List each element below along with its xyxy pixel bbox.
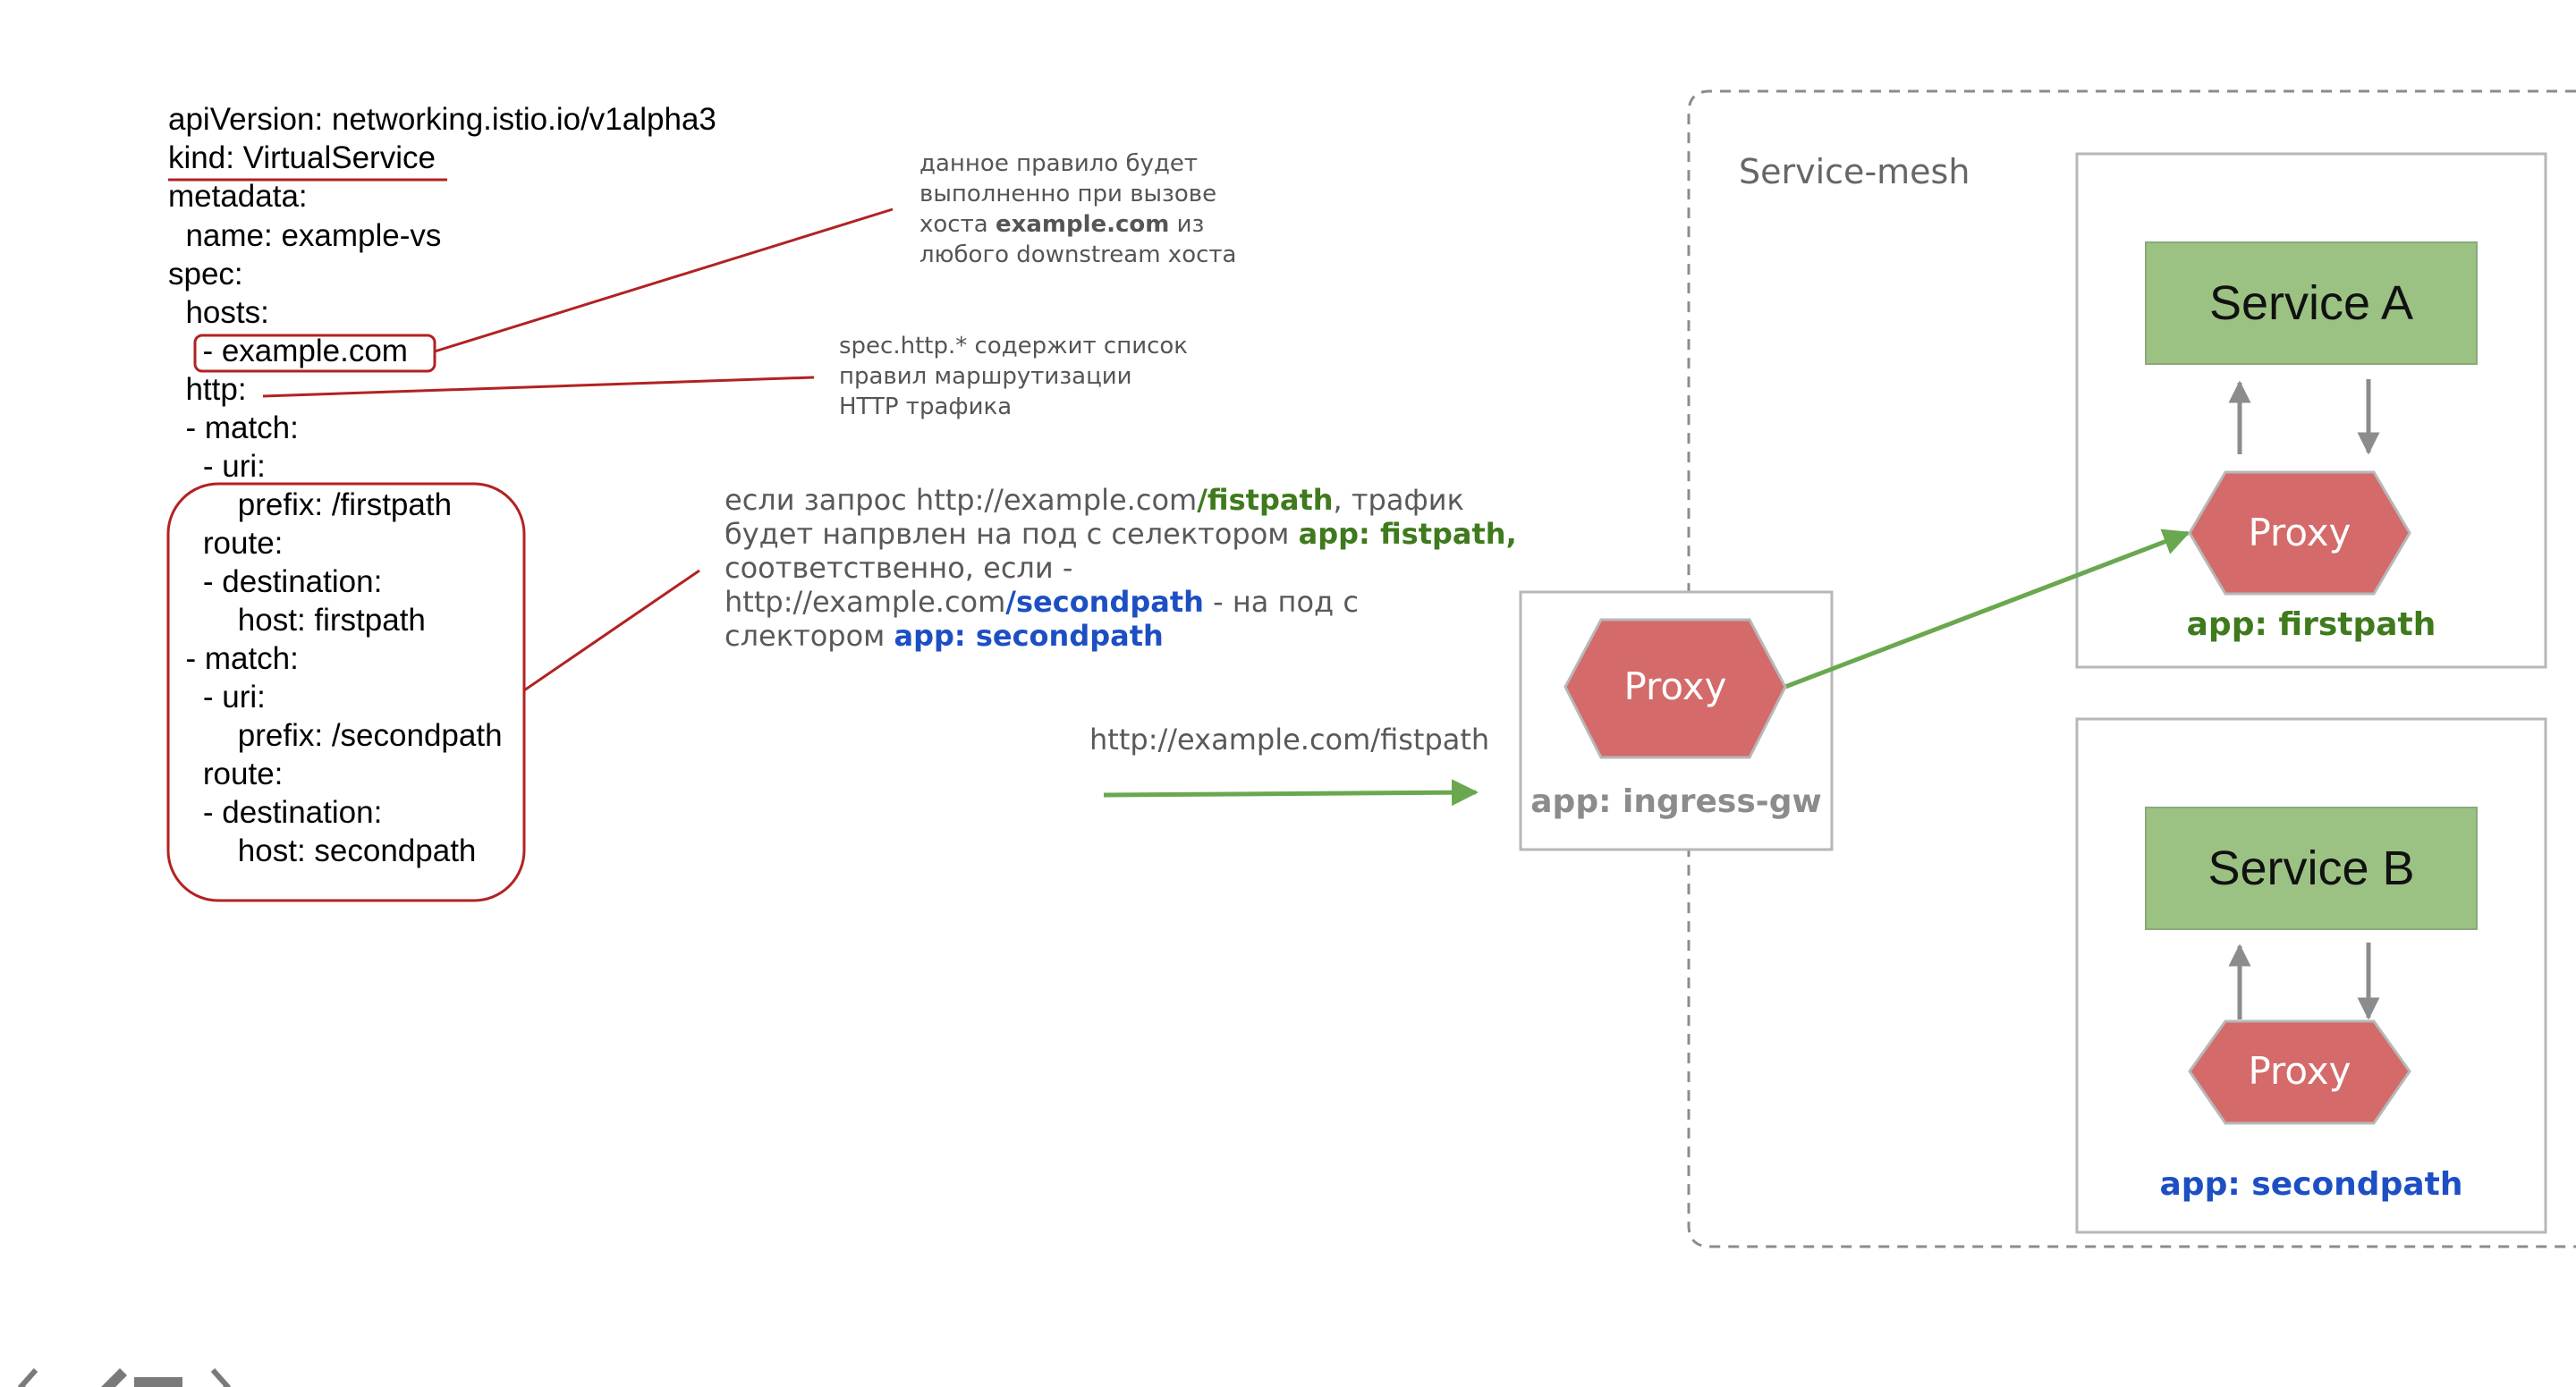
http-note-line: spec.http.* содержит список — [839, 333, 1189, 359]
gateway-to-pod-a-arrow — [1784, 529, 2190, 689]
yaml-line-uri-2: - uri: — [168, 680, 266, 715]
hosts-note-line: выполненно при вызове — [919, 181, 1217, 207]
pod-b-app-label: app: secondpath — [2159, 1166, 2463, 1203]
routing-note-firstpath: /fistpath — [1197, 483, 1334, 517]
routing-note-firstpath-selector: app: fistpath, — [1298, 517, 1517, 551]
routing-note-line: http://example.com/secondpath - на под с — [724, 585, 1517, 619]
gateway-proxy-label: Proxy — [1623, 664, 1726, 708]
routing-note-text: , трафик — [1333, 483, 1464, 517]
yaml-line-host-2: host: secondpath — [168, 833, 477, 868]
yaml-line-route-1: route: — [168, 526, 284, 561]
incoming-request-arrow — [1103, 779, 1479, 807]
yaml-line-name: name: example-vs — [168, 218, 442, 253]
service-b-box: Service B — [2145, 807, 2478, 930]
yaml-line-apiversion: apiVersion: networking.istio.io/v1alpha3 — [168, 102, 716, 137]
yaml-line-prefix-2: prefix: /secondpath — [168, 718, 503, 753]
routing-note-text: слектором — [724, 619, 894, 653]
http-note-line: HTTP трафика — [839, 393, 1013, 420]
pod-a-box — [2075, 152, 2547, 669]
yaml-line-spec: spec: — [168, 257, 243, 292]
pod-b-proxy-hexagon — [2188, 1019, 2411, 1125]
routing-note: если запрос http://example.com/fistpath,… — [724, 483, 1517, 653]
routing-note-text: будет напрвлен на под с селектором — [724, 517, 1299, 551]
pod-a-app-label: app: firstpath — [2186, 606, 2436, 643]
routing-note-connector — [523, 569, 700, 692]
screen-icon[interactable] — [134, 1377, 182, 1387]
yaml-line-http: http: — [168, 372, 247, 407]
chevron-right-icon[interactable] — [210, 1368, 232, 1387]
hosts-note-line: данное правило будет — [919, 150, 1199, 177]
hosts-note-line: хоста example.com из — [919, 209, 1236, 240]
yaml-line-kind: kind: VirtualService — [168, 140, 436, 175]
routes-highlight-box — [166, 482, 526, 902]
yaml-line-match-1: - match: — [168, 410, 299, 445]
yaml-line-host-1: host: firstpath — [168, 603, 426, 638]
hosts-note-text: из — [1169, 211, 1205, 238]
yaml-line-metadata: metadata: — [168, 179, 308, 214]
hosts-note-bold-host: example.com — [995, 211, 1170, 238]
yaml-line-host-value: - example.com — [185, 334, 408, 368]
routing-note-line: если запрос http://example.com/fistpath,… — [724, 483, 1517, 517]
yaml-line-route-2: route: — [168, 757, 284, 791]
service-mesh-label: Service-mesh — [1739, 152, 1970, 191]
gateway-proxy-hexagon — [1563, 618, 1787, 759]
routing-note-text: - на под с — [1203, 585, 1359, 619]
pod-a-proxy-hexagon — [2188, 470, 2411, 596]
hosts-note-connector — [434, 207, 894, 353]
hosts-note-line: любого downstream хоста — [919, 241, 1237, 268]
yaml-line-hosts: hosts: — [168, 295, 269, 330]
request-url-label: http://example.com/fistpath — [1089, 723, 1490, 757]
routing-note-secondpath-selector: app: secondpath — [894, 619, 1164, 653]
gateway-app-label: app: ingress-gw — [1530, 783, 1822, 820]
routing-note-line: слектором app: secondpath — [724, 619, 1517, 653]
routing-note-line: будет напрвлен на под с селектором app: … — [724, 517, 1517, 551]
routing-note-text: http://example.com — [724, 585, 1006, 619]
routing-note-line: соответственно, если - — [724, 551, 1073, 585]
hosts-note-text: хоста — [919, 211, 996, 238]
routing-note-secondpath: /secondpath — [1005, 585, 1204, 619]
hosts-highlight-box — [193, 334, 436, 373]
service-a-box: Service A — [2145, 241, 2478, 365]
chevron-left-icon[interactable] — [17, 1368, 38, 1387]
pencil-icon[interactable] — [98, 1368, 127, 1387]
yaml-line-prefix-1: prefix: /firstpath — [168, 487, 453, 522]
yaml-line-uri-1: - uri: — [168, 449, 266, 484]
pod-b-box — [2075, 717, 2547, 1234]
pod-a-proxy-label: Proxy — [2248, 511, 2351, 554]
yaml-line-destination-1: - destination: — [168, 564, 383, 599]
yaml-line-destination-2: - destination: — [168, 795, 383, 830]
http-note-connector — [262, 376, 815, 398]
pod-b-proxy-label: Proxy — [2248, 1049, 2351, 1093]
routing-note-text: если запрос http://example.com — [724, 483, 1198, 517]
yaml-line-match-2: - match: — [168, 641, 299, 676]
hosts-note: данное правило будет выполненно при вызо… — [919, 148, 1236, 270]
presentation-toolbar[interactable] — [9, 1359, 242, 1387]
http-note-line: правил маршрутизации — [839, 363, 1132, 390]
http-note: spec.http.* содержит список правил маршр… — [839, 331, 1188, 422]
